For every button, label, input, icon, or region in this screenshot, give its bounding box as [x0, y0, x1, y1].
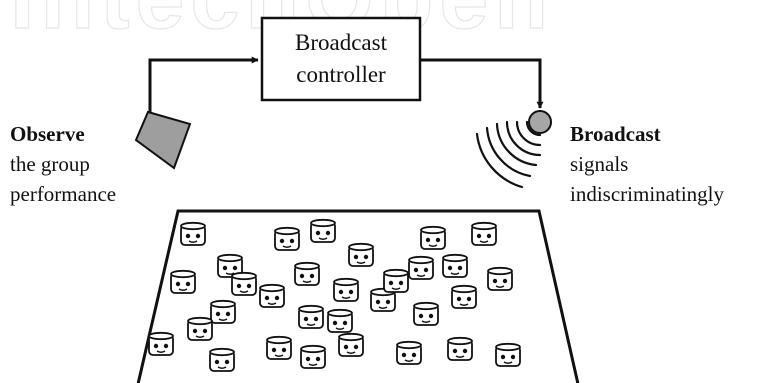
robot-icon	[487, 266, 513, 291]
robot-icon	[180, 221, 206, 246]
controller-to-broadcast-arrow	[420, 58, 544, 109]
robot-swarm	[148, 218, 521, 372]
robot-icon	[327, 308, 353, 333]
robot-icon	[383, 268, 409, 293]
broadcast-controller-box: Broadcast controller	[260, 16, 422, 102]
broadcast-line1: signals	[570, 152, 628, 176]
camera-icon	[134, 110, 192, 170]
robot-icon	[451, 284, 477, 309]
observe-line2: performance	[10, 182, 116, 206]
robot-icon	[266, 335, 292, 360]
broadcast-line2: indiscriminatingly	[570, 182, 724, 206]
signal-source-icon	[528, 110, 552, 134]
robot-icon	[420, 225, 446, 250]
observe-to-controller-arrow	[148, 56, 259, 112]
robot-icon	[231, 271, 257, 296]
robot-icon	[300, 344, 326, 369]
robot-icon	[338, 332, 364, 357]
signal-waves-icon	[475, 120, 542, 189]
robot-icon	[148, 331, 174, 356]
robot-icon	[298, 304, 324, 329]
robot-icon	[442, 253, 468, 278]
observe-line1: the group	[10, 152, 90, 176]
robot-icon	[348, 242, 374, 267]
robot-icon	[495, 342, 521, 367]
swarm-arena	[136, 209, 580, 383]
observe-title: Observe	[10, 122, 85, 146]
robot-icon	[209, 347, 235, 372]
robot-icon	[187, 316, 213, 341]
robot-icon	[294, 261, 320, 286]
robot-icon	[310, 218, 336, 243]
robot-icon	[274, 226, 300, 251]
robot-icon	[333, 277, 359, 302]
robot-icon	[170, 269, 196, 294]
robot-icon	[413, 301, 439, 326]
robot-icon	[396, 340, 422, 365]
controller-label-line2: controller	[296, 62, 386, 87]
robot-icon	[471, 221, 497, 246]
controller-label-line1: Broadcast	[295, 30, 388, 55]
robot-icon	[408, 255, 434, 280]
robot-icon	[447, 336, 473, 361]
robot-icon	[259, 283, 285, 308]
robot-icon	[217, 253, 243, 278]
broadcast-title: Broadcast	[570, 122, 661, 146]
robot-icon	[210, 299, 236, 324]
